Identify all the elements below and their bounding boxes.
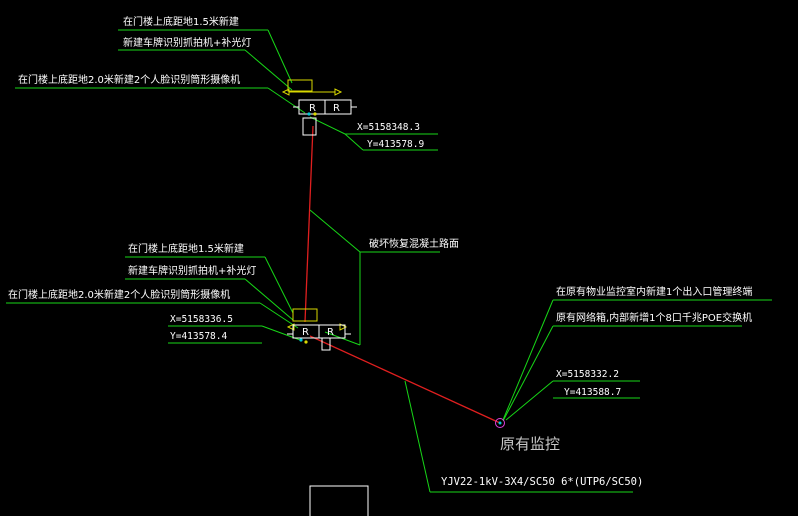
- monitor-y-coordinate: Y=413588.7: [564, 387, 621, 398]
- top-box-left-label: R: [309, 103, 316, 114]
- bottom-gate: 在门楼上底距地1.5米新建 新建车牌识别抓拍机+补光灯 在门楼上底距地2.0米新…: [6, 242, 351, 351]
- plate-camera-symbol: [287, 79, 313, 92]
- cable-spec-text: YJV22-1kV-3X4/SC50 6*(UTP6/SC50): [441, 476, 643, 488]
- monitor-label: 原有监控: [500, 435, 560, 453]
- cable-segment-diagonal: [309, 335, 501, 424]
- monitor-note-1: 在原有物业监控室内新建1个出入口管理终端: [556, 285, 752, 298]
- monitor-room: 在原有物业监控室内新建1个出入口管理终端 原有网络箱,内部新增1个8口千兆POE…: [495, 285, 772, 453]
- camera-marker-icon: [307, 112, 311, 116]
- top-gate-equipment: [281, 79, 357, 136]
- top-note-3: 在门楼上底距地2.0米新建2个人脸识别筒形摄像机: [18, 73, 240, 86]
- cable-spec-callout: YJV22-1kV-3X4/SC50 6*(UTP6/SC50): [404, 380, 643, 493]
- top-pole-box: [302, 117, 317, 136]
- monitor-x-coordinate: X=5158332.2: [556, 369, 619, 380]
- bottom-note-1: 在门楼上底距地1.5米新建: [128, 242, 244, 255]
- top-note-1: 在门楼上底距地1.5米新建: [123, 15, 239, 28]
- top-note-2: 新建车牌识别抓拍机+补光灯: [123, 36, 251, 49]
- building-outline: [309, 485, 369, 516]
- bottom-note-2: 新建车牌识别抓拍机+补光灯: [128, 264, 256, 277]
- bottom-box-right-label: R: [327, 327, 334, 338]
- top-box-right-label: R: [333, 103, 340, 114]
- camera-marker-icon: [304, 340, 308, 344]
- monitor-point: [495, 418, 505, 428]
- monitor-note-2: 原有网络箱,内部新增1个8口千兆POE交换机: [556, 311, 752, 324]
- bottom-y-coordinate: Y=413578.4: [170, 331, 227, 342]
- camera-marker-icon: [313, 112, 317, 116]
- camera-marker-icon: [299, 338, 303, 342]
- bottom-gate-equipment: [286, 308, 351, 351]
- cable-segment-top: [304, 125, 314, 323]
- top-x-coordinate: X=5158348.3: [357, 122, 420, 133]
- monitor-point-icon: [495, 418, 505, 428]
- bottom-note-3: 在门楼上底距地2.0米新建2个人脸识别筒形摄像机: [8, 288, 230, 301]
- top-gate-leaders: [15, 29, 438, 151]
- bottom-x-coordinate: X=5158336.5: [170, 314, 233, 325]
- plate-camera-symbol: [292, 308, 318, 322]
- bottom-pole-box: [321, 337, 331, 351]
- top-y-coordinate: Y=413578.9: [367, 139, 424, 150]
- road-note-text: 破坏恢复混凝土路面: [369, 237, 459, 250]
- cable-route: [304, 125, 501, 424]
- top-gate: 在门楼上底距地1.5米新建 新建车牌识别抓拍机+补光灯 在门楼上底距地2.0米新…: [15, 15, 438, 151]
- bottom-box-left-label: R: [302, 327, 309, 338]
- road-note: 破坏恢复混凝土路面: [309, 209, 459, 346]
- monitor-leaders: [502, 299, 772, 422]
